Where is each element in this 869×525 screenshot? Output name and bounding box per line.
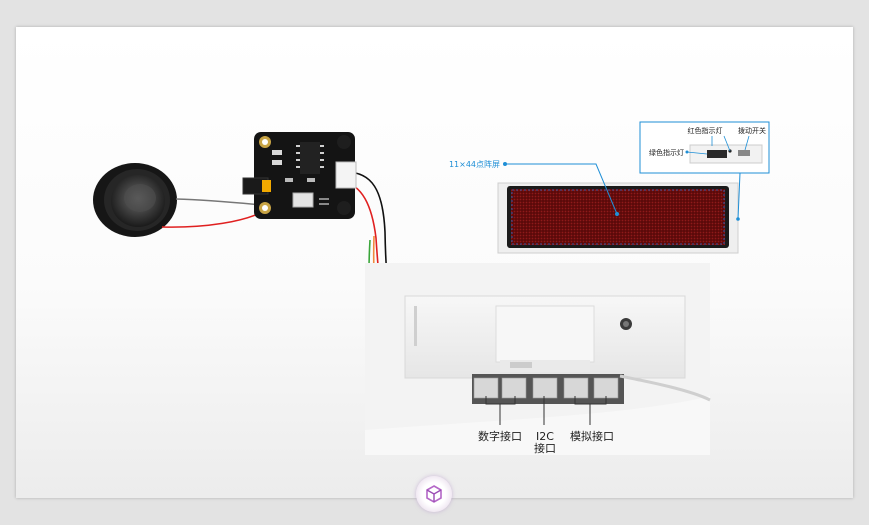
- i2c-port-label-line2: 接口: [534, 442, 556, 455]
- detail-zoom-box: [639, 121, 770, 221]
- speaker: [93, 163, 177, 237]
- i2c-port-label-line1: I2C: [536, 430, 554, 443]
- wiring-diagram: 数字接口 I2C 接口 模拟接口 11×44点阵屏 红色指示灯 拨动开关 绿: [93, 121, 770, 455]
- matrix-screen-label: 11×44点阵屏: [449, 159, 500, 169]
- led-matrix-display: [497, 182, 739, 254]
- toggle-switch-label: 拨动开关: [738, 126, 766, 135]
- green-indicator-label: 绿色指示灯: [649, 148, 684, 157]
- port-callouts: [485, 396, 607, 425]
- digital-port-label: 数字接口: [478, 429, 522, 443]
- diagram-canvas: 数字接口 I2C 接口 模拟接口 11×44点阵屏 红色指示灯 拨动开关 绿: [16, 27, 853, 498]
- analog-port-label: 模拟接口: [570, 429, 614, 443]
- amplifier-module: [242, 132, 357, 219]
- cube-logo-icon: [426, 485, 442, 503]
- red-indicator-label: 红色指示灯: [688, 126, 723, 135]
- speaker-wires: [161, 198, 267, 228]
- main-board: [365, 263, 711, 455]
- matrix-callout: [503, 162, 619, 216]
- cube-logo-button[interactable]: [416, 476, 452, 512]
